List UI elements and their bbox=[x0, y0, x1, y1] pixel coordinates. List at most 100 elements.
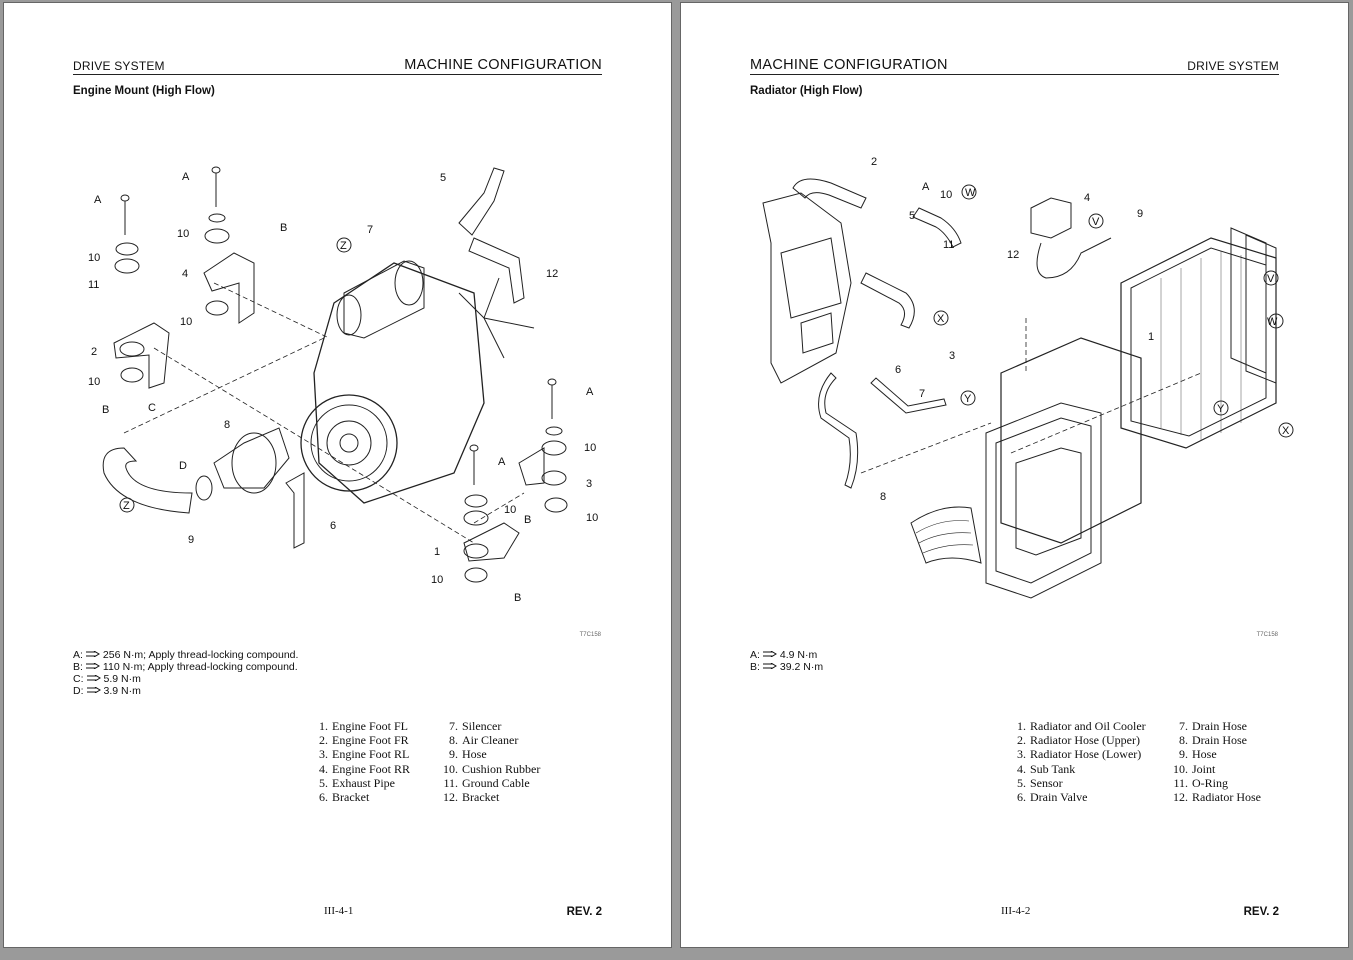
svg-text:W: W bbox=[965, 187, 976, 199]
svg-text:11: 11 bbox=[943, 239, 954, 251]
wrench-icon bbox=[86, 675, 101, 681]
torque-value: 5.9 N·m bbox=[103, 673, 141, 685]
page-left: DRIVE SYSTEM MACHINE CONFIGURATION Engin… bbox=[3, 2, 672, 948]
svg-text:8: 8 bbox=[880, 491, 886, 503]
svg-text:C: C bbox=[148, 402, 156, 414]
radiator-illustration: 1 2 3 4 5 6 7 8 9 10 11 12 A W W V V X X… bbox=[762, 156, 1294, 599]
figure-title: Radiator (High Flow) bbox=[750, 85, 863, 97]
page-number: III-4-1 bbox=[324, 905, 354, 917]
svg-text:10: 10 bbox=[88, 376, 100, 388]
parts-column-1: 1.Engine Foot FL 2.Engine Foot FR 3.Engi… bbox=[308, 719, 410, 804]
torque-value: 110 N·m; Apply thread-locking compound. bbox=[102, 661, 298, 673]
wrench-icon bbox=[85, 651, 100, 657]
part-item: 4.Engine Foot RR bbox=[319, 761, 411, 776]
svg-text:A: A bbox=[182, 171, 190, 183]
torque-spec: D:3.9 N·m bbox=[73, 685, 298, 697]
svg-text:X: X bbox=[937, 313, 945, 325]
wrench-icon bbox=[762, 663, 777, 669]
diagram-callouts: 1 2 3 4 5 6 7 8 9 10 11 12 A W W V V X X… bbox=[871, 156, 1290, 503]
engine-mount-illustration: A A A A B B B B C D Z Z 1 2 3 4 5 6 7 8 bbox=[88, 166, 598, 604]
part-item: 9.Hose bbox=[1179, 747, 1217, 762]
page-number: III-4-2 bbox=[1001, 905, 1031, 917]
svg-text:Y: Y bbox=[1217, 403, 1225, 415]
torque-spec: B:39.2 N·m bbox=[750, 661, 823, 673]
svg-text:B: B bbox=[514, 592, 521, 604]
svg-text:6: 6 bbox=[895, 364, 901, 376]
svg-text:10: 10 bbox=[940, 189, 952, 201]
torque-spec: A: 256 N·m; Apply thread-locking compound… bbox=[73, 649, 298, 661]
svg-text:2: 2 bbox=[91, 346, 97, 358]
wrench-icon bbox=[85, 663, 100, 669]
diagram-callouts: A A A A B B B B C D Z Z 1 2 3 4 5 6 7 8 bbox=[88, 171, 598, 604]
wrench-icon bbox=[762, 651, 777, 657]
page-header: DRIVE SYSTEM MACHINE CONFIGURATION bbox=[73, 57, 602, 75]
svg-text:2: 2 bbox=[871, 156, 877, 168]
part-item: 5.Sensor bbox=[1017, 775, 1063, 790]
svg-text:X: X bbox=[1282, 425, 1290, 437]
part-item: 1.Engine Foot FL bbox=[319, 719, 409, 733]
svg-text:6: 6 bbox=[330, 520, 336, 532]
svg-text:1: 1 bbox=[1148, 331, 1154, 343]
chapter-label: MACHINE CONFIGURATION bbox=[750, 57, 948, 73]
svg-text:12: 12 bbox=[546, 268, 558, 280]
part-item: 2.Engine Foot FR bbox=[319, 733, 409, 748]
part-item: 10.Cushion Rubber bbox=[443, 761, 541, 776]
torque-specs: A:4.9 N·m B:39.2 N·m bbox=[750, 649, 823, 673]
svg-text:Y: Y bbox=[964, 393, 972, 405]
svg-text:3: 3 bbox=[949, 350, 955, 362]
section-label: DRIVE SYSTEM bbox=[73, 59, 165, 73]
torque-value: 3.9 N·m bbox=[103, 685, 141, 697]
chapter-label: MACHINE CONFIGURATION bbox=[404, 57, 602, 73]
engine-mount-diagram: A A A A B B B B C D Z Z 1 2 3 4 5 6 7 8 bbox=[64, 143, 619, 643]
part-item: 8.Drain Hose bbox=[1179, 733, 1247, 748]
part-item: 8.Air Cleaner bbox=[449, 733, 519, 748]
svg-text:10: 10 bbox=[88, 252, 100, 264]
svg-text:5: 5 bbox=[440, 172, 446, 184]
wrench-icon bbox=[86, 687, 101, 693]
radiator-diagram: 1 2 3 4 5 6 7 8 9 10 11 12 A W W V V X X… bbox=[741, 143, 1296, 643]
svg-text:10: 10 bbox=[504, 504, 516, 516]
svg-text:10: 10 bbox=[586, 512, 598, 524]
part-item: 5.Exhaust Pipe bbox=[319, 775, 395, 790]
svg-text:10: 10 bbox=[177, 228, 189, 240]
torque-value: 256 N·m; Apply thread-locking compound. bbox=[102, 649, 299, 661]
svg-text:11: 11 bbox=[88, 279, 99, 291]
torque-spec: B: 110 N·m; Apply thread-locking compound… bbox=[73, 661, 298, 673]
svg-text:5: 5 bbox=[909, 210, 915, 222]
part-item: 6.Bracket bbox=[319, 790, 370, 805]
svg-text:A: A bbox=[586, 386, 594, 398]
torque-key: A: bbox=[73, 649, 83, 661]
figure-code: T7C158 bbox=[579, 632, 601, 638]
part-item: 1.Radiator and Oil Cooler bbox=[1017, 719, 1146, 733]
page-header: MACHINE CONFIGURATION DRIVE SYSTEM bbox=[750, 57, 1279, 75]
svg-text:10: 10 bbox=[584, 442, 596, 454]
part-item: 10.Joint bbox=[1173, 761, 1216, 776]
part-item: 9.Hose bbox=[449, 747, 487, 762]
svg-text:3: 3 bbox=[586, 478, 592, 490]
torque-key: B: bbox=[73, 661, 83, 673]
parts-column-2: 7.Silencer 8.Air Cleaner 9.Hose 10.Cushi… bbox=[438, 719, 540, 804]
svg-text:D: D bbox=[179, 460, 187, 472]
parts-column-2: 7.Drain Hose 8.Drain Hose 9.Hose 10.Join… bbox=[1168, 719, 1261, 804]
torque-spec: C: 5.9 N·m bbox=[73, 673, 298, 685]
revision-label: REV. 2 bbox=[566, 906, 602, 918]
torque-key: C: bbox=[73, 673, 84, 685]
svg-text:A: A bbox=[94, 194, 102, 206]
svg-text:A: A bbox=[498, 456, 506, 468]
part-item: 11.Ground Cable bbox=[443, 775, 530, 790]
part-item: 6.Drain Valve bbox=[1017, 790, 1088, 805]
part-item: 12.Radiator Hose bbox=[1173, 790, 1261, 805]
svg-text:4: 4 bbox=[1084, 192, 1090, 204]
svg-text:9: 9 bbox=[1137, 208, 1143, 220]
torque-key: A: bbox=[750, 649, 760, 661]
part-item: 3.Radiator Hose (Lower) bbox=[1017, 747, 1142, 762]
svg-text:8: 8 bbox=[224, 419, 230, 431]
part-item: 4.Sub Tank bbox=[1017, 761, 1076, 776]
torque-key: B: bbox=[750, 661, 760, 673]
figure-title: Engine Mount (High Flow) bbox=[73, 85, 215, 97]
svg-text:7: 7 bbox=[919, 388, 925, 400]
part-item: 12.Bracket bbox=[443, 790, 500, 805]
part-item: 7.Silencer bbox=[449, 719, 502, 733]
page-right: MACHINE CONFIGURATION DRIVE SYSTEM Radia… bbox=[680, 2, 1349, 948]
svg-text:4: 4 bbox=[182, 268, 188, 280]
